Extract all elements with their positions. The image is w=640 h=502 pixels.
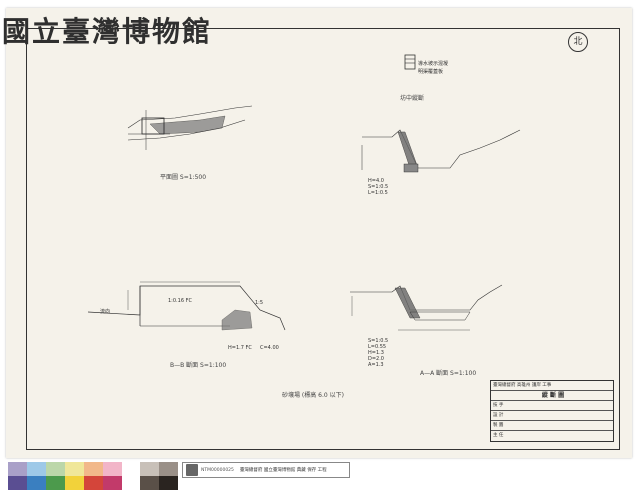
section-bb-label-1: 1:5 xyxy=(255,300,264,306)
archive-text: 臺灣總督府 國立臺灣博物館 典藏 保存 工程 xyxy=(239,468,327,473)
north-symbol-icon: 北 xyxy=(568,32,588,52)
gray-swatch xyxy=(159,476,178,490)
section-bb-drawing xyxy=(87,281,286,331)
color-calibration-chart xyxy=(8,462,122,490)
plan-view-caption: 平面圖 S=1:500 xyxy=(160,174,207,181)
section-top-label-3: L=1:0.5 xyxy=(368,190,388,196)
title-block-row-3: 製 圖 xyxy=(491,421,613,431)
gray-swatch xyxy=(140,476,159,490)
gray-swatch xyxy=(140,462,159,476)
gray-swatch xyxy=(159,462,178,476)
section-aa-label-3: H=1.3 xyxy=(368,350,384,356)
title-block-row-1: 技 手 xyxy=(491,401,613,411)
section-bb-label-3: C=4.00 xyxy=(260,345,279,351)
swatch xyxy=(46,476,65,490)
section-aa-label-2: L=0.55 xyxy=(368,344,387,350)
bottom-note: 砂壤場 (標高 6.0 以下) xyxy=(282,392,344,399)
title-block-header: 縱 斷 圖 xyxy=(491,391,613,401)
title-block-row-2: 設 計 xyxy=(491,411,613,421)
swatch xyxy=(46,462,65,476)
section-bb-label-2: H=1.7 FC xyxy=(228,345,252,351)
museum-logo-icon xyxy=(186,464,198,476)
swatch xyxy=(27,476,46,490)
longitudinal-section-drawing xyxy=(361,129,521,173)
title-block: 臺灣總督府 高雄州 護岸 工事 縱 斷 圖 技 手 設 計 製 圖 主 任 xyxy=(490,380,614,442)
drawing-frame xyxy=(26,28,620,450)
section-top-label-2: S=1:0.5 xyxy=(368,184,389,190)
gray-calibration-chart xyxy=(140,462,178,490)
flow-direction-label: 流向 xyxy=(100,309,111,315)
swatch xyxy=(27,462,46,476)
section-bb-slope-label: 1:0.16 FC xyxy=(168,298,192,304)
section-aa-drawing xyxy=(350,284,503,331)
legend-line-1: 導水坡示混凝 xyxy=(418,61,449,67)
title-block-project: 臺灣總督府 高雄州 護岸 工事 xyxy=(491,381,613,391)
section-aa-label-5: A=1.3 xyxy=(368,362,384,368)
legend-box xyxy=(404,54,416,70)
swatch xyxy=(84,476,103,490)
section-aa-label-1: S=1:0.5 xyxy=(368,338,389,344)
section-aa-caption: A—A 斷面 S=1:100 xyxy=(420,370,477,377)
section-aa-label-4: D=2.0 xyxy=(368,356,384,362)
swatch xyxy=(65,462,84,476)
section-bb-caption: B—B 斷面 S=1:100 xyxy=(170,362,227,369)
swatch xyxy=(8,476,27,490)
swatch xyxy=(84,462,103,476)
archive-label: NTM00000025 臺灣總督府 國立臺灣博物館 典藏 保存 工程 xyxy=(182,462,350,478)
title-block-row-4: 主 任 xyxy=(493,433,504,438)
section-top-label-1: H=4.0 xyxy=(368,178,384,184)
swatch xyxy=(103,462,122,476)
swatch xyxy=(103,476,122,490)
section-top-title: 坊中縱斷 xyxy=(400,95,425,102)
plan-view-drawing xyxy=(127,105,253,150)
archive-code: NTM00000025 xyxy=(201,467,234,473)
legend-line-2: 明渠覆蓋板 xyxy=(418,69,444,75)
swatch xyxy=(65,476,84,490)
museum-watermark: 國立臺灣博物館 xyxy=(2,15,213,48)
swatch xyxy=(8,462,27,476)
